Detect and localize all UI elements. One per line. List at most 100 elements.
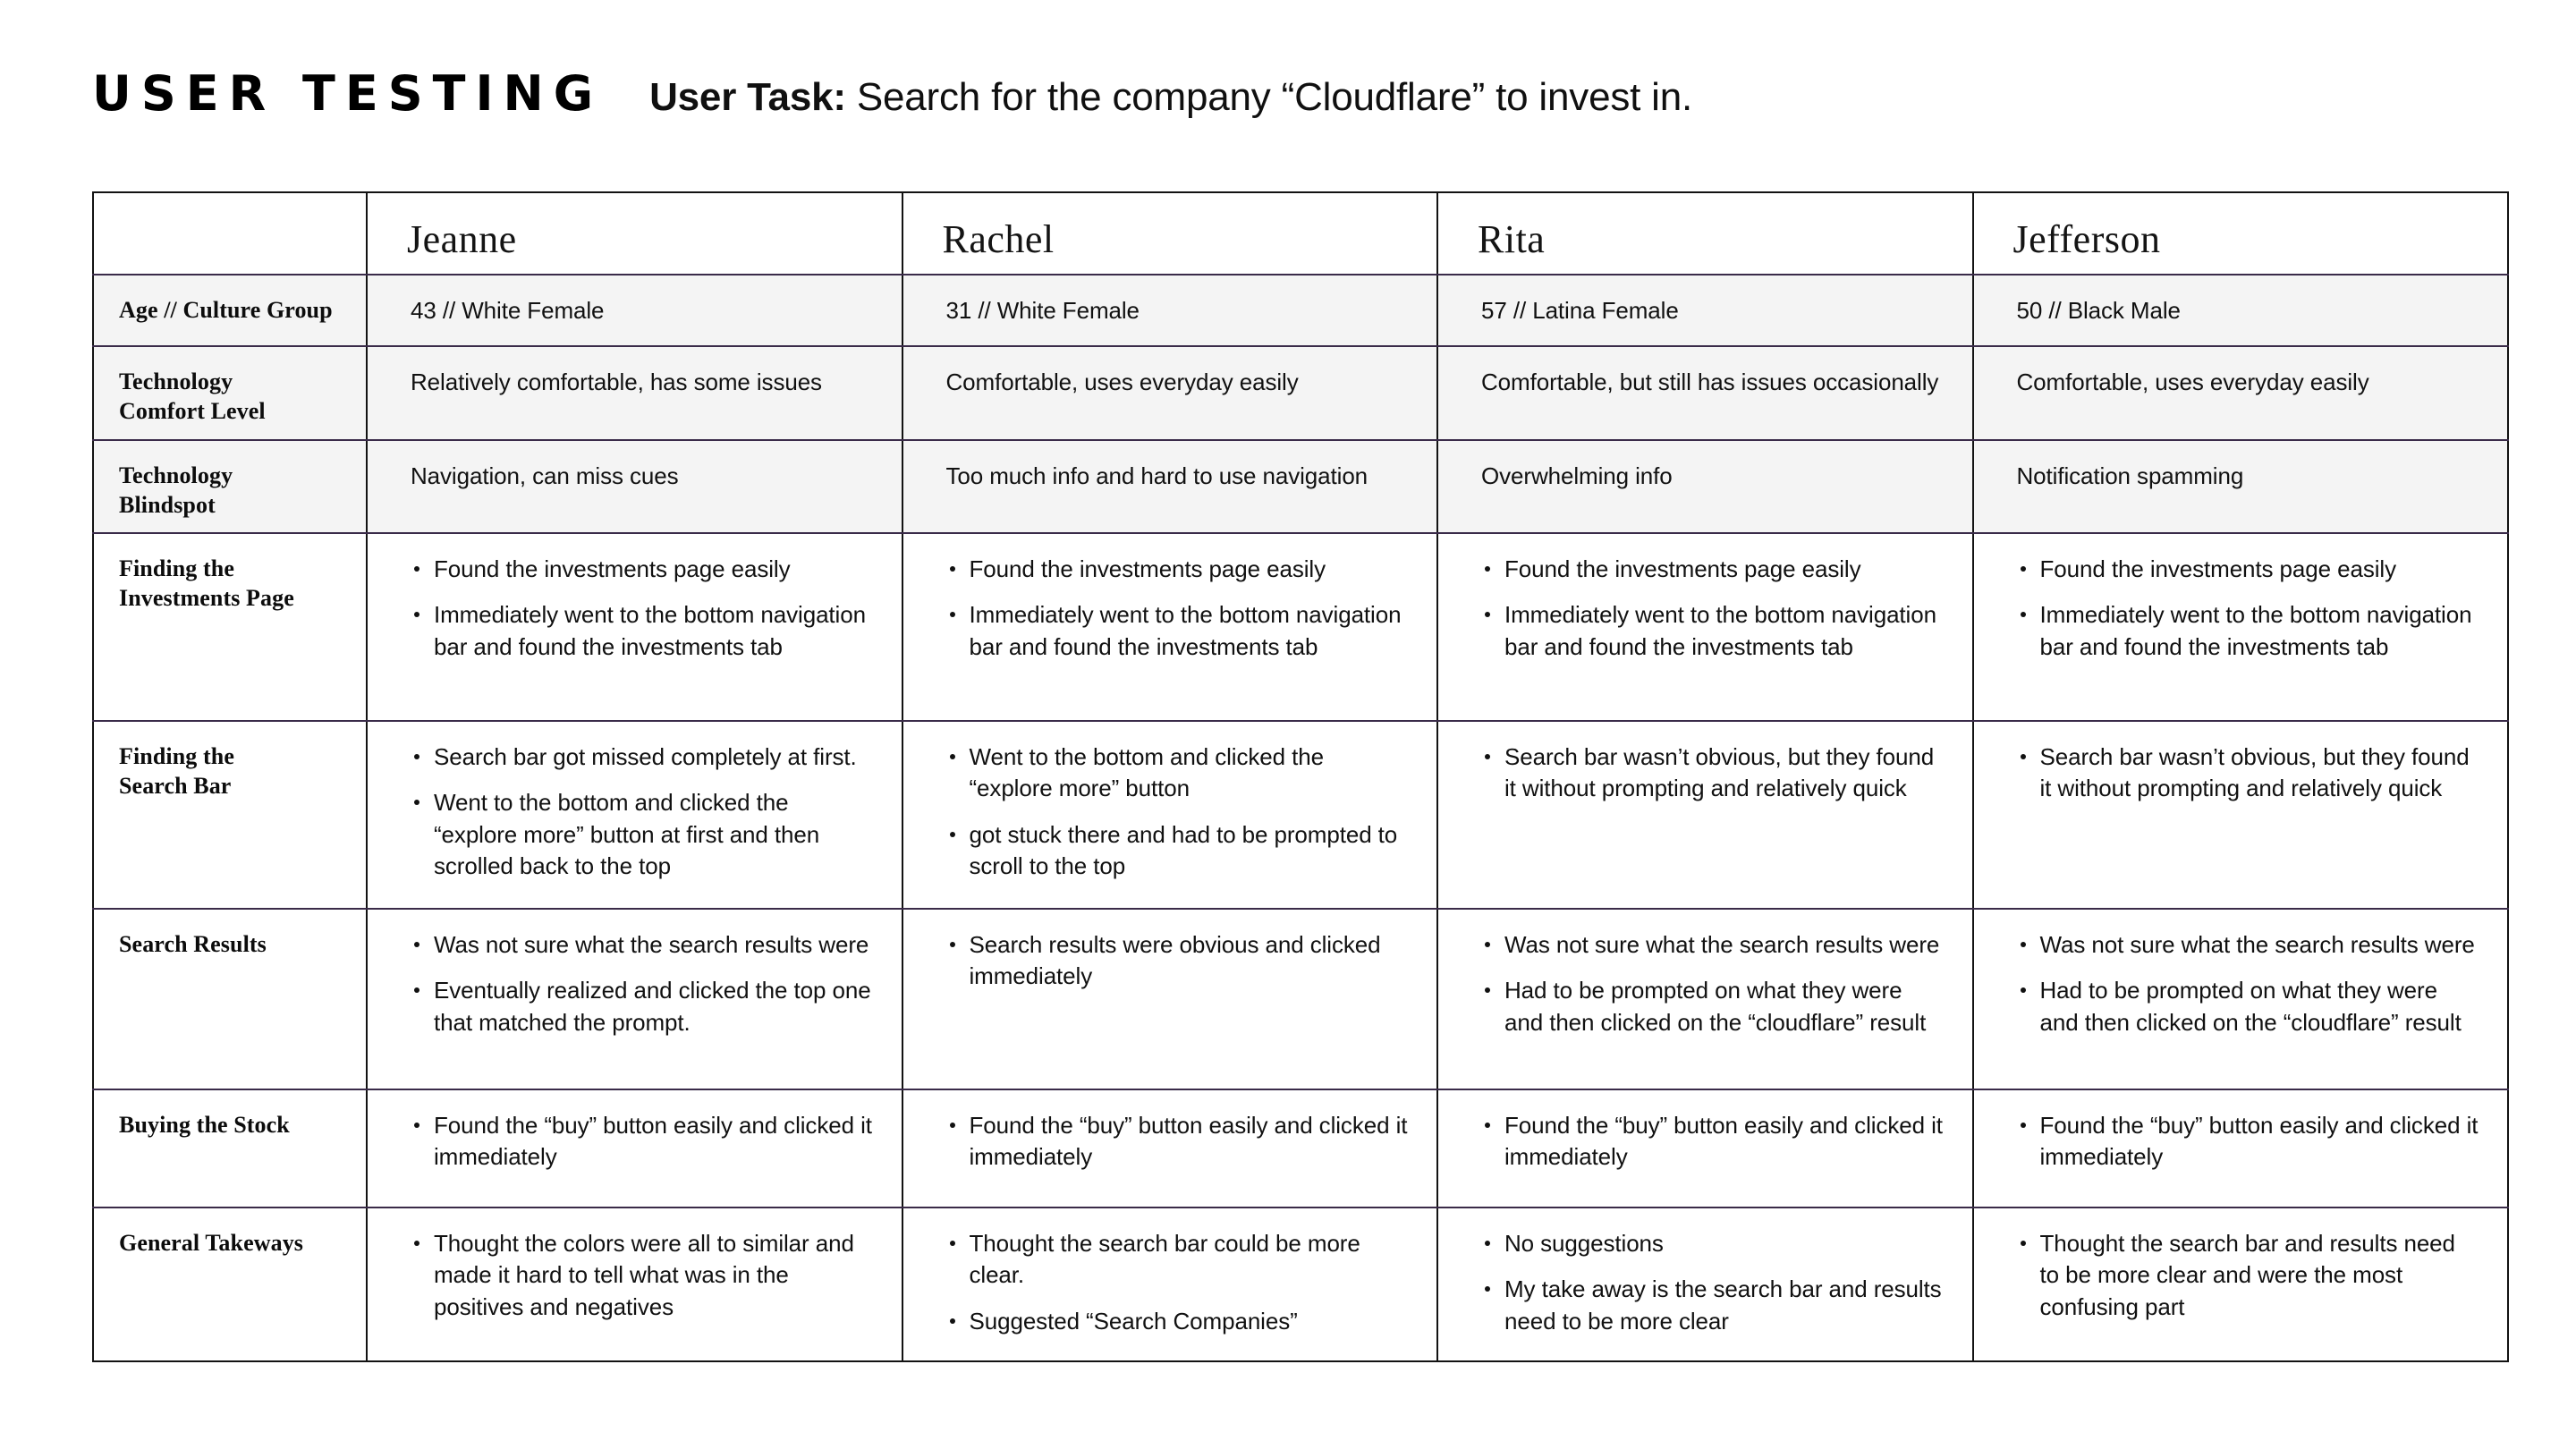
table-cell: Relatively comfortable, has some issues <box>367 346 903 441</box>
bullet-list: Found the “buy” button easily and clicke… <box>1438 1090 1972 1186</box>
bullet-list: Thought the search bar and results need … <box>1974 1208 2508 1335</box>
table-cell: Was not sure what the search results wer… <box>1972 909 2508 1091</box>
bullet-list: Was not sure what the search results wer… <box>368 910 902 1051</box>
user-name-rita: Rita <box>1478 217 1546 261</box>
cell-value: Navigation, can miss cues <box>411 462 679 489</box>
bullet-item: Found the investments page easily <box>2017 554 2481 585</box>
table-cell: Comfortable, uses everyday easily <box>1972 346 2508 441</box>
bullet-item: Was not sure what the search results wer… <box>2017 929 2481 961</box>
bullet-item: Search bar wasn’t obvious, but they foun… <box>2017 741 2481 805</box>
row-label-cell: Age // Culture Group <box>93 275 368 347</box>
bullet-item: Had to be prompted on what they were and… <box>1481 975 1945 1038</box>
bullet-item: got stuck there and had to be prompted t… <box>946 819 1411 883</box>
row-label-line-1: Technology <box>119 369 233 394</box>
row-label-line-2: Comfort Level <box>119 398 266 425</box>
row-label-line-1: Finding the <box>119 743 234 770</box>
user-name-rachel: Rachel <box>942 217 1055 261</box>
bullet-list: Found the “buy” button easily and clicke… <box>903 1090 1437 1186</box>
table-row: Buying the Stock Found the “buy” button e… <box>93 1089 2508 1209</box>
bullet-item: My take away is the search bar and resul… <box>1481 1274 1945 1337</box>
row-label-line-2: Investments Page <box>119 585 294 612</box>
row-label: Age // Culture Group <box>94 275 366 337</box>
row-label-line-1: Technology <box>119 462 233 488</box>
bullet-list: Went to the bottom and clicked the “expl… <box>903 722 1437 894</box>
row-label-line-1: Search Results <box>119 931 267 958</box>
user-column-header: Jefferson <box>1972 192 2508 275</box>
bullet-list: Search bar wasn’t obvious, but they foun… <box>1974 722 2508 818</box>
row-label-cell: General Takeways <box>93 1208 368 1362</box>
user-task-line: User Task: Search for the company “Cloud… <box>649 78 1692 117</box>
row-label-line-1: Finding the <box>119 555 234 582</box>
bullet-item: Found the investments page easily <box>411 554 875 585</box>
page-header: USER TESTING User Task: Search for the c… <box>92 70 1692 118</box>
bullet-list: Thought the colors were all to similar a… <box>368 1208 902 1335</box>
table-cell: Search bar wasn’t obvious, but they foun… <box>1972 721 2508 911</box>
cell-value: Overwhelming info <box>1481 462 1673 489</box>
bullet-list: Thought the search bar could be more cle… <box>903 1208 1437 1350</box>
cell-value: Comfortable, uses everyday easily <box>2016 369 2369 395</box>
table-cell: Thought the colors were all to similar a… <box>367 1208 903 1362</box>
bullet-item: Immediately went to the bottom navigatio… <box>2017 599 2481 663</box>
bullet-item: Search bar wasn’t obvious, but they foun… <box>1481 741 1945 805</box>
table-cell: Navigation, can miss cues <box>367 439 903 535</box>
table-cell: Found the “buy” button easily and clicke… <box>1437 1089 1974 1209</box>
table-cell: No suggestions My take away is the search… <box>1437 1208 1974 1362</box>
bullet-item: Was not sure what the search results wer… <box>411 929 875 961</box>
row-label-line-2: Search Bar <box>119 773 232 800</box>
table-cell: 57 // Latina Female <box>1437 275 1974 347</box>
bullet-item: Found the investments page easily <box>1481 554 1945 585</box>
cell-value: Notification spamming <box>2016 462 2244 489</box>
table-corner-cell <box>93 192 368 275</box>
bullet-item: Immediately went to the bottom navigatio… <box>411 599 875 663</box>
user-task-text: Search for the company “Cloudflare” to i… <box>845 75 1693 119</box>
table-cell: Search results were obvious and clicked … <box>902 909 1438 1091</box>
user-name-jeanne: Jeanne <box>407 217 517 261</box>
table-cell: Too much info and hard to use navigation <box>902 439 1438 535</box>
bullet-item: Thought the colors were all to similar a… <box>411 1228 875 1323</box>
bullet-item: Found the “buy” button easily and clicke… <box>2017 1110 2481 1174</box>
bullet-item: No suggestions <box>1481 1228 1945 1259</box>
bullet-list: No suggestions My take away is the search… <box>1438 1208 1972 1350</box>
table-row: Search Results Was not sure what the sear… <box>93 909 2508 1091</box>
bullet-list: Search bar wasn’t obvious, but they foun… <box>1438 722 1972 818</box>
bullet-list: Found the “buy” button easily and clicke… <box>1974 1090 2508 1186</box>
table-cell: Found the “buy” button easily and clicke… <box>367 1089 903 1209</box>
user-task-label: User Task: <box>649 75 846 119</box>
row-label-cell: Buying the Stock <box>93 1089 368 1209</box>
row-label: General Takeways <box>94 1208 366 1270</box>
table-cell: Notification spamming <box>1972 439 2508 535</box>
table-cell: Thought the search bar and results need … <box>1972 1208 2508 1362</box>
bullet-item: Went to the bottom and clicked the “expl… <box>946 741 1411 805</box>
table-cell: 50 // Black Male <box>1972 275 2508 347</box>
row-label-line-2: Blindspot <box>119 491 216 518</box>
bullet-item: Immediately went to the bottom navigatio… <box>946 599 1411 663</box>
row-label-line-1: General Takeways <box>119 1230 304 1257</box>
cell-value: Relatively comfortable, has some issues <box>411 369 822 395</box>
cell-value: 57 // Latina Female <box>1481 297 1679 324</box>
bullet-list: Was not sure what the search results wer… <box>1974 910 2508 1051</box>
bullet-item: Found the “buy” button easily and clicke… <box>411 1110 875 1174</box>
row-label-cell: Search Results <box>93 909 368 1091</box>
table-cell: Found the “buy” button easily and clicke… <box>902 1089 1438 1209</box>
bullet-item: Search bar got missed completely at firs… <box>411 741 875 773</box>
table-cell: Search bar wasn’t obvious, but they foun… <box>1437 721 1974 911</box>
table-cell: 31 // White Female <box>902 275 1438 347</box>
cell-value: Comfortable, uses everyday easily <box>945 369 1299 395</box>
cell-value: 31 // White Female <box>945 297 1140 324</box>
bullet-list: Found the “buy” button easily and clicke… <box>368 1090 902 1186</box>
